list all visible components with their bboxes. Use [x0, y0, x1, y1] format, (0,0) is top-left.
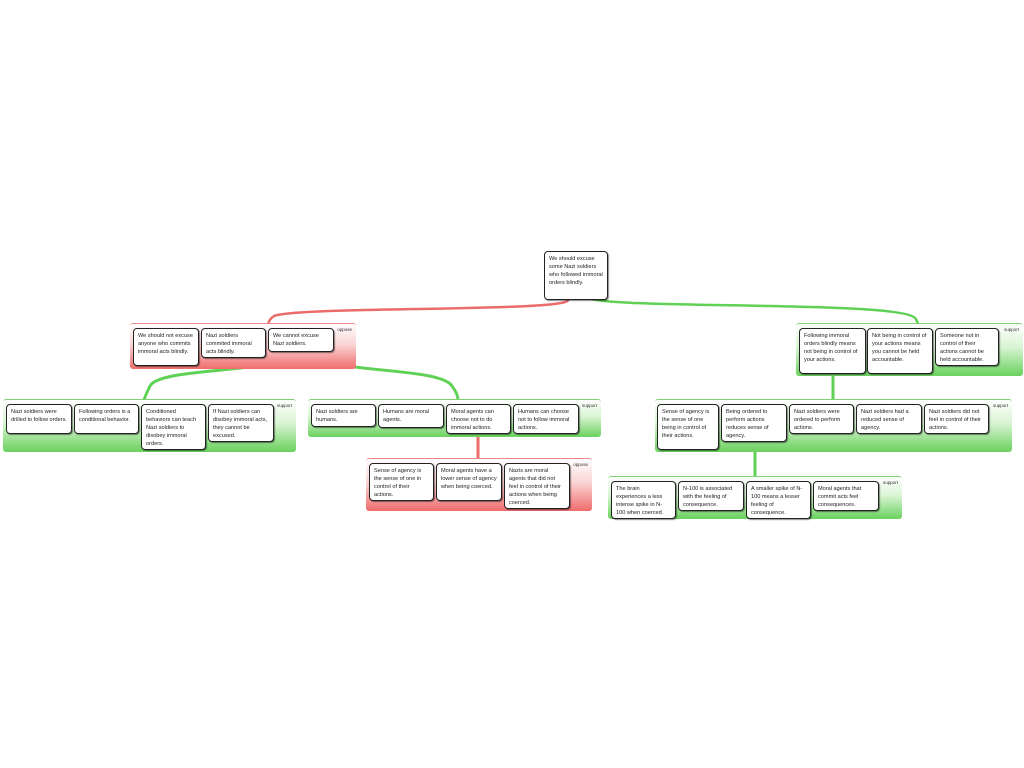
claim-card[interactable]: Nazi soldiers are humans. — [311, 404, 376, 427]
group-label: oppose — [573, 462, 588, 467]
claim-card[interactable]: Nazi soldiers had a reduced sense of age… — [856, 404, 922, 434]
root-claim[interactable]: We should excuse some Nazi soldiers who … — [544, 251, 608, 300]
claim-card[interactable]: Someone not in control of their actions … — [935, 328, 999, 366]
claim-card[interactable]: Following orders is a conditional behavi… — [74, 404, 139, 434]
claim-card[interactable]: The brain experiences a less intense spi… — [611, 481, 676, 519]
claim-card[interactable]: We cannot excuse Nazi soldiers. — [268, 328, 334, 352]
claim-card[interactable]: Being ordered to perform actions reduces… — [721, 404, 787, 442]
claim-card[interactable]: Not being in control of your actions mea… — [867, 328, 933, 374]
claim-card[interactable]: Nazi soldiers were drilled to follow ord… — [6, 404, 72, 434]
group-label: support — [882, 480, 898, 485]
claim-card[interactable]: Sense of agency is the sense of one bein… — [657, 404, 719, 450]
link-root-to-support-group — [586, 295, 920, 327]
claim-card[interactable]: Following immoral orders blindly means n… — [799, 328, 866, 374]
claim-card[interactable]: Nazi soldiers did not feel in control of… — [924, 404, 989, 434]
group-label: oppose — [337, 327, 352, 332]
claim-card[interactable]: If Nazi soldiers can disobey immoral act… — [208, 404, 274, 442]
claim-card[interactable]: Conditioned behaviors can teach Nazi sol… — [141, 404, 206, 450]
claim-card[interactable]: Sense of agency is the sense of one in c… — [369, 463, 434, 501]
link-root-to-oppose-group — [266, 298, 570, 328]
claim-card[interactable]: Moral agents can choose not to do immora… — [446, 404, 511, 434]
group-label: support — [581, 403, 597, 408]
claim-card[interactable]: Nazis are moral agents that did not feel… — [504, 463, 570, 509]
claim-card[interactable]: Nazi soldiers were ordered to perform ac… — [789, 404, 854, 434]
claim-card[interactable]: Moral agents have a lower sense of agenc… — [436, 463, 502, 501]
claim-card[interactable]: Moral agents that commit acts feel conse… — [813, 481, 879, 511]
claim-card[interactable]: A smaller spike of N-100 means a lesser … — [746, 481, 811, 519]
group-label: support — [276, 403, 292, 408]
claim-card[interactable]: N-100 is associated with the feeling of … — [678, 481, 744, 511]
group-label: support — [1003, 327, 1019, 332]
claim-card[interactable]: Nazi soldiers commited immoral acts blin… — [201, 328, 266, 358]
group-label: support — [992, 403, 1008, 408]
claim-card[interactable]: Humans can choose not to follow immoral … — [513, 404, 579, 434]
claim-card[interactable]: We should not excuse anyone who commits … — [133, 328, 199, 366]
claim-card[interactable]: Humans are moral agents. — [378, 404, 444, 428]
